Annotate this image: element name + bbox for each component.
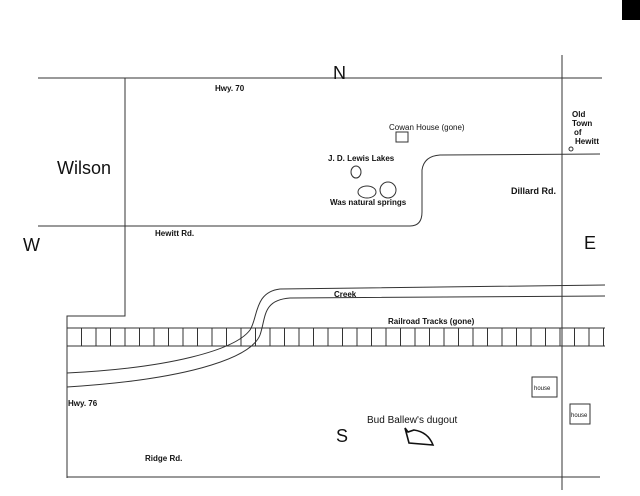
lake-marker xyxy=(379,181,397,199)
wilson-boundary xyxy=(66,78,126,478)
old-town-marker xyxy=(568,146,574,152)
dillard-rd-label: Dillard Rd. xyxy=(511,186,556,196)
house-marker xyxy=(569,403,591,425)
railroad-tracks xyxy=(66,327,605,347)
old-town-label-3: of xyxy=(574,128,582,137)
hewitt-road xyxy=(38,153,601,227)
creek-label: Creek xyxy=(334,290,357,299)
hewitt-rd-label: Hewitt Rd. xyxy=(155,229,194,238)
wilson-label: Wilson xyxy=(57,158,111,178)
old-town-label-1: Old xyxy=(572,110,585,119)
springs-label: Was natural springs xyxy=(330,198,407,207)
hwy-70-label: Hwy. 70 xyxy=(215,84,245,93)
old-town-label-2: Town xyxy=(572,119,592,128)
house-label: house xyxy=(534,386,551,392)
creek-line-lower xyxy=(66,295,606,388)
west-label: W xyxy=(23,235,40,255)
old-town-label-4: Hewitt xyxy=(575,137,599,146)
ridge-rd-label: Ridge Rd. xyxy=(145,454,182,463)
dugout-label: Bud Ballew's dugout xyxy=(367,415,458,426)
dugout-marker xyxy=(404,427,435,446)
lake-marker xyxy=(357,185,377,199)
house-marker xyxy=(531,376,558,398)
south-label: S xyxy=(336,426,348,446)
lake-marker xyxy=(350,165,362,179)
hwy-76-label: Hwy. 76 xyxy=(68,399,98,408)
lakes-label: J. D. Lewis Lakes xyxy=(328,154,395,163)
north-label: N xyxy=(333,63,346,83)
scan-mark xyxy=(622,0,640,20)
creek-line-upper xyxy=(66,284,606,374)
cowan-house-marker xyxy=(395,131,409,143)
house-label: house xyxy=(571,413,588,419)
cowan-house-label: Cowan House (gone) xyxy=(389,123,465,132)
east-label: E xyxy=(584,233,596,253)
railroad-label: Railroad Tracks (gone) xyxy=(388,317,475,326)
